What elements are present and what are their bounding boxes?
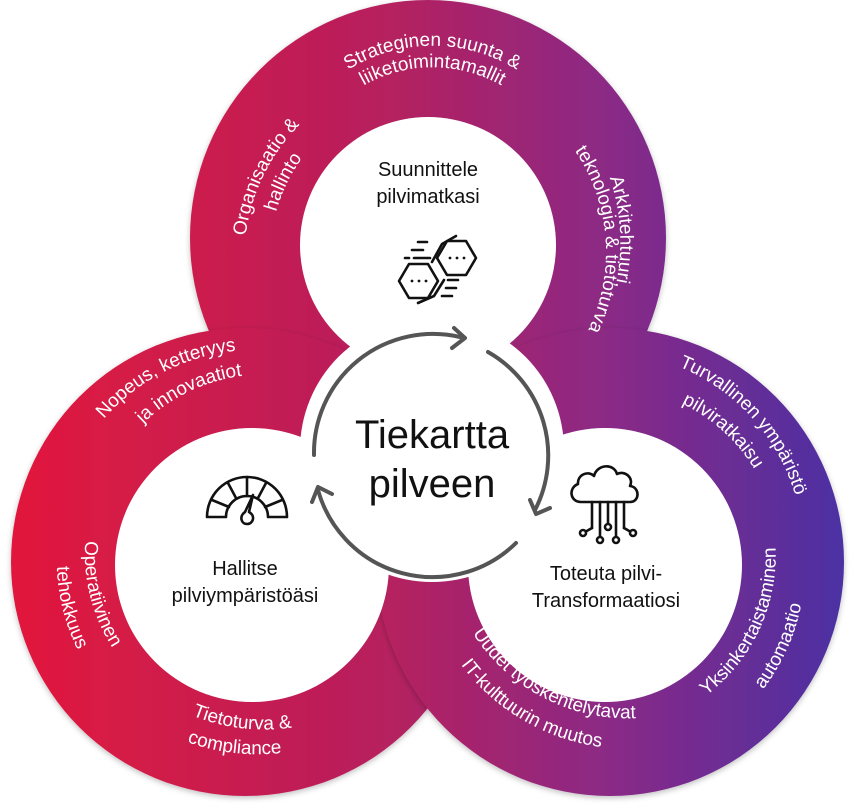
cycle-arrow-bottom xyxy=(316,488,518,580)
cycle-arrows xyxy=(310,326,552,580)
hub-plan-label-line2: pilvimatkasi xyxy=(376,186,479,208)
hub-implement-label-line1: Toteuta pilvi- xyxy=(550,563,662,585)
center-disc xyxy=(300,318,564,582)
cycle-arrow-bottom-head xyxy=(310,485,334,504)
hub-plan-disc xyxy=(300,117,556,373)
cycle-arrow-right xyxy=(486,350,551,512)
hub-manage-label-line2: pilviympäristöäsi xyxy=(172,585,319,607)
hub-manage-label-line1: Hallitse xyxy=(212,558,278,580)
cloud-network-icon xyxy=(570,465,639,545)
hexagon-nodes-icon xyxy=(397,234,478,305)
center-title-line1: Tiekartta xyxy=(355,413,510,457)
cycle-arrow-top-head xyxy=(450,326,467,350)
speedometer-icon xyxy=(205,475,289,526)
center-title-line2: pilveen xyxy=(369,462,496,506)
hub-plan-label-line1: Suunnittele xyxy=(378,159,478,181)
cycle-arrow-right-head xyxy=(528,498,552,516)
cycle-arrow-top xyxy=(311,331,462,457)
hub-implement-label-line2: Transformaatiosi xyxy=(532,590,680,612)
